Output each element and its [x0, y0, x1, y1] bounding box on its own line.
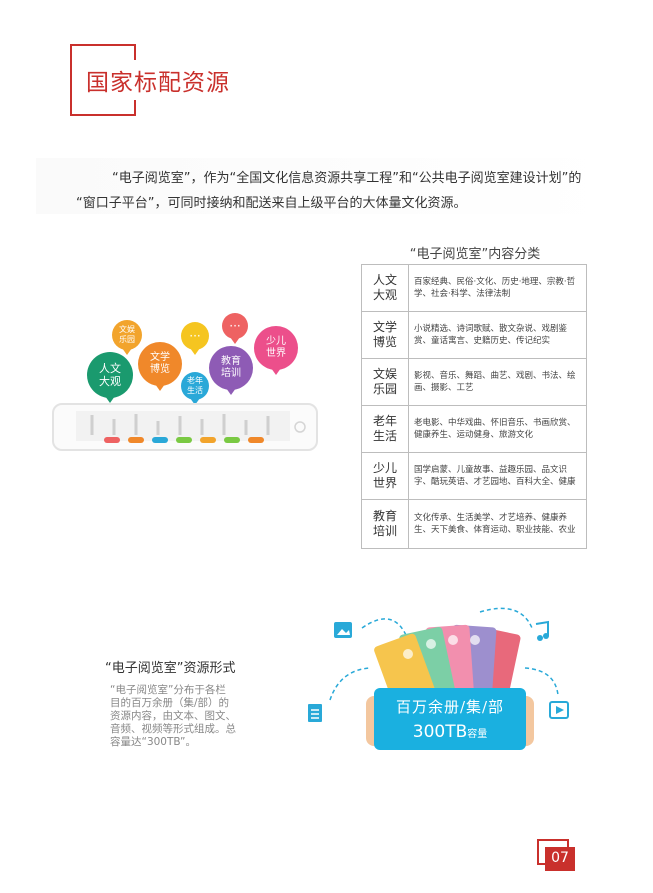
- desc-cell: 百家经典、民俗·文化、历史·地理、宗教·哲学、社会·科学、法律法制: [414, 277, 576, 299]
- table-row: 老年生活 老电影、中华戏曲、怀旧音乐、书画欣赏、健康养生、运动健身、旅游文化: [362, 406, 586, 453]
- bubble-shaoer: 少儿世界: [254, 326, 298, 375]
- category-cell: 文娱乐园: [372, 367, 397, 396]
- bubble-dots: ···: [181, 322, 209, 355]
- page-number-box: 07: [537, 839, 577, 873]
- banner-capacity: 300TB: [412, 722, 468, 742]
- banner-capacity-unit: 容量: [467, 729, 488, 740]
- intro-line-2: “窗口子平台”，可同时接纳和配送来自上级平台的大体量文化资源。: [76, 196, 467, 211]
- video-icon: [549, 701, 569, 719]
- document-icon: [308, 704, 322, 722]
- category-cell: 人文大观: [372, 273, 397, 302]
- category-cell: 老年生活: [372, 414, 397, 443]
- banner-title: 百万余册/集/部: [395, 698, 505, 716]
- table-row: 教育培训 文化传承、生活美学、才艺培养、健康养生、天下美食、体育运动、职业技能、…: [362, 500, 586, 548]
- bubble-jiaoyu: 教育培训: [209, 346, 253, 395]
- desc-cell: 老电影、中华戏曲、怀旧音乐、书画欣赏、健康养生、运动健身、旅游文化: [414, 418, 576, 440]
- tablet-device: [52, 403, 318, 451]
- resource-form-title: “电子阅览室”资源形式: [105, 661, 236, 676]
- resource-cards-illustration: 百万余册/集/部 300TB容量: [300, 600, 600, 760]
- category-illustration: 人文大观 文娱乐园 文学博览 ··· 老年生活 教育培训 ··· 少儿世界: [40, 300, 340, 470]
- bubble-wenyu: 文娱乐园: [112, 320, 142, 355]
- table-row: 文娱乐园 影视、音乐、舞蹈、曲艺、戏剧、书法、绘画、摄影、工艺: [362, 359, 586, 406]
- bubble-renwen: 人文大观: [87, 352, 133, 403]
- table-row: 少儿世界 国学启蒙、儿童故事、益趣乐园、品文识字、酷玩英语、才艺园地、百科大全、…: [362, 453, 586, 500]
- page-number: 07: [551, 850, 569, 866]
- bubble-dots-red: ···: [222, 313, 248, 344]
- desc-cell: 国学启蒙、儿童故事、益趣乐园、品文识字、酷玩英语、才艺园地、百科大全、健康: [414, 465, 576, 487]
- content-table: 人文大观 百家经典、民俗·文化、历史·地理、宗教·哲学、社会·科学、法律法制 文…: [361, 264, 587, 549]
- desc-cell: 影视、音乐、舞蹈、曲艺、戏剧、书法、绘画、摄影、工艺: [414, 371, 576, 393]
- table-title: “电子阅览室”内容分类: [409, 247, 541, 262]
- image-icon: [334, 622, 352, 638]
- section-title: 国家标配资源: [86, 70, 230, 96]
- intro-line-1: “电子阅览室”，作为“全国文化信息资源共享工程”和“公共电子阅览室建设计划”的: [112, 171, 582, 186]
- bubble-wenxue: 文学博览: [138, 342, 182, 391]
- table-row: 文学博览 小说精选、诗词歌赋、散文杂说、戏剧鉴赏、童话寓言、史籍历史、传记纪实: [362, 312, 586, 359]
- bubble-laonian: 老年生活: [181, 372, 209, 405]
- music-icon: [535, 620, 549, 641]
- resource-form-desc: “电子阅览室”分布于各栏 目的百万余册（集/部）的 资源内容，由文本、图文、 音…: [110, 684, 236, 748]
- category-cell: 少儿世界: [372, 461, 397, 490]
- table-row: 人文大观 百家经典、民俗·文化、历史·地理、宗教·哲学、社会·科学、法律法制: [362, 265, 586, 312]
- desc-cell: 文化传承、生活美学、才艺培养、健康养生、天下美食、体育运动、职业技能、农业: [414, 513, 576, 535]
- category-cell: 教育培训: [372, 509, 397, 538]
- intro-paragraph: “电子阅览室”，作为“全国文化信息资源共享工程”和“公共电子阅览室建设计划”的 …: [36, 158, 616, 214]
- desc-cell: 小说精选、诗词歌赋、散文杂说、戏剧鉴赏、童话寓言、史籍历史、传记纪实: [414, 324, 568, 346]
- category-cell: 文学博览: [372, 320, 397, 349]
